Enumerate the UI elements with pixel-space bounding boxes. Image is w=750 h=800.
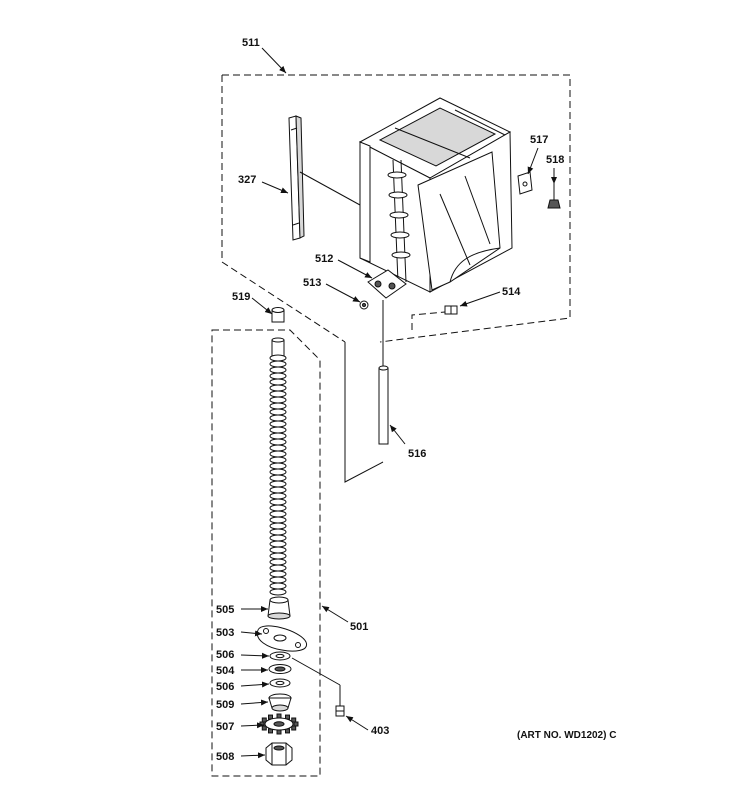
leader-509 [240, 699, 269, 706]
coupling-512 [367, 269, 407, 299]
connector-line [344, 342, 384, 483]
rod-516 [378, 300, 389, 445]
screw-518 [547, 184, 561, 209]
seal-to-housing-line [299, 171, 361, 206]
assembly-501-boundary [211, 329, 321, 777]
leader-507 [240, 722, 265, 729]
leader-506a [240, 652, 270, 659]
callout-516: 516 [408, 448, 426, 460]
screw-403 [291, 657, 345, 717]
seal-strip-327 [288, 115, 305, 241]
art-number: (ART NO. WD1202) C [517, 730, 616, 741]
callout-512: 512 [315, 253, 333, 265]
callout-517: 517 [530, 134, 548, 146]
callout-514: 514 [502, 286, 521, 298]
callout-513: 513 [303, 277, 321, 289]
auger-shaft [269, 337, 287, 596]
callout-519: 519 [232, 291, 250, 303]
leader-517 [527, 147, 539, 175]
leader-403 [345, 715, 369, 731]
spacer-509 [268, 693, 292, 712]
leader-508 [240, 752, 266, 759]
auger-coil [387, 159, 411, 283]
leader-501 [321, 605, 349, 623]
leader-513 [325, 283, 361, 303]
leader-516 [389, 424, 406, 445]
bearing-504 [268, 664, 292, 674]
cap-519 [271, 307, 285, 323]
callout-509: 509 [216, 699, 234, 711]
washer-506-lower [269, 678, 291, 688]
callout-327: 327 [238, 174, 256, 186]
assembly-511-boundary-inner [411, 311, 446, 330]
callout-505: 505 [216, 604, 234, 616]
leader-503 [240, 630, 263, 637]
washer-506-upper [269, 651, 291, 661]
callout-506b: 506 [216, 681, 234, 693]
mounting-plate-503 [256, 625, 308, 652]
assembly-511-boundary [221, 74, 571, 343]
callout-506a: 506 [216, 649, 234, 661]
callout-511: 511 [242, 37, 260, 49]
leader-511 [261, 47, 287, 74]
leader-327 [261, 181, 289, 194]
callout-503: 503 [216, 627, 234, 639]
bracket-517 [517, 171, 533, 195]
bushing-505 [267, 596, 291, 620]
nut-508 [265, 742, 293, 766]
callout-403: 403 [371, 725, 389, 737]
leader-514 [459, 291, 501, 307]
callout-501: 501 [350, 621, 368, 633]
callout-508: 508 [216, 751, 234, 763]
callout-518: 518 [546, 154, 564, 166]
screw-514 [444, 305, 458, 315]
screw-513 [359, 300, 369, 310]
sprocket-507 [259, 713, 299, 735]
leader-506b [240, 681, 270, 688]
leader-519 [251, 297, 273, 315]
callout-504: 504 [216, 665, 235, 677]
ice-bucket-housing [358, 97, 513, 293]
leader-512 [337, 259, 373, 279]
callout-507: 507 [216, 721, 234, 733]
